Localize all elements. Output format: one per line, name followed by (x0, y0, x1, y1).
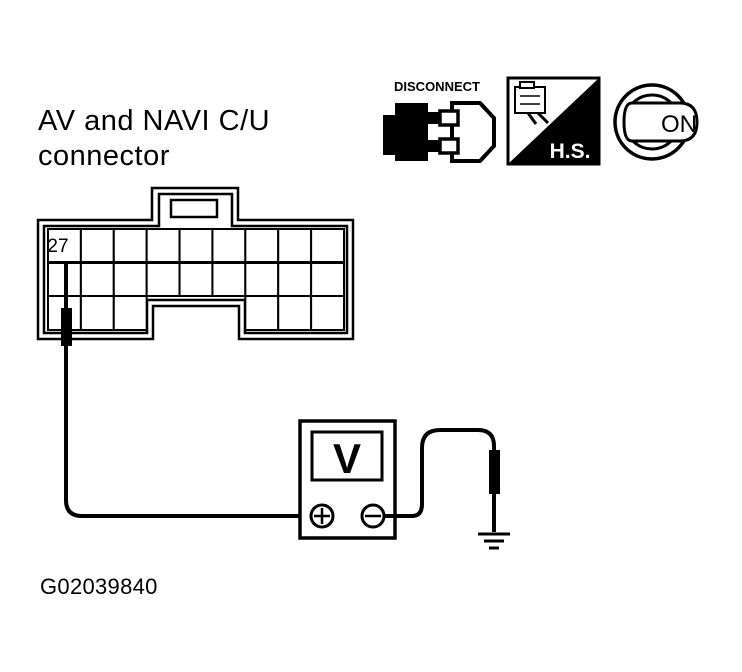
figure-id: G02039840 (40, 574, 158, 599)
pin-cavity (145, 228, 181, 263)
connector-name-line2: connector (38, 140, 170, 172)
pin-cavity (211, 228, 247, 263)
pin-cavity (112, 295, 148, 331)
pin-cavity (47, 228, 82, 263)
pin-cavity (178, 228, 214, 263)
ignition-label: ON (661, 111, 697, 138)
pin-cavity (310, 228, 346, 263)
connector-name-line1: AV and NAVI C/U (38, 105, 271, 137)
pin-cavity (244, 295, 280, 331)
pin-cavity (112, 262, 148, 297)
pin-cavity (310, 295, 346, 331)
negative-probe (384, 428, 500, 532)
pin-cavity (310, 262, 346, 297)
harness-side-icon: H.S. (506, 76, 601, 166)
pin-cavity (79, 262, 115, 297)
connector-body (36, 186, 355, 341)
pin-cavity (277, 228, 313, 263)
harness-side-label: H.S. (550, 140, 591, 163)
pin-cavity (178, 262, 214, 297)
pin-cavity (79, 295, 115, 331)
pin-cavity (244, 262, 280, 297)
pin-cavity (277, 295, 313, 331)
positive-probe (61, 262, 311, 518)
connector-pin-grid (47, 228, 346, 331)
ignition-key-icon: ON (613, 83, 699, 161)
disconnect-label: DISCONNECT (394, 79, 480, 94)
ground-symbol-icon (478, 532, 510, 550)
pin-27-label: 27 (47, 236, 68, 257)
pin-cavity (211, 262, 247, 297)
pin-cavity (145, 262, 181, 297)
pin-cavity (112, 228, 148, 263)
pin-cavity (244, 228, 280, 263)
voltmeter-unit-label: V (333, 435, 361, 482)
voltmeter: V (298, 419, 397, 540)
pin-cavity (79, 228, 115, 263)
disconnect-icon: DISCONNECT (383, 79, 496, 163)
pin-cavity (277, 262, 313, 297)
